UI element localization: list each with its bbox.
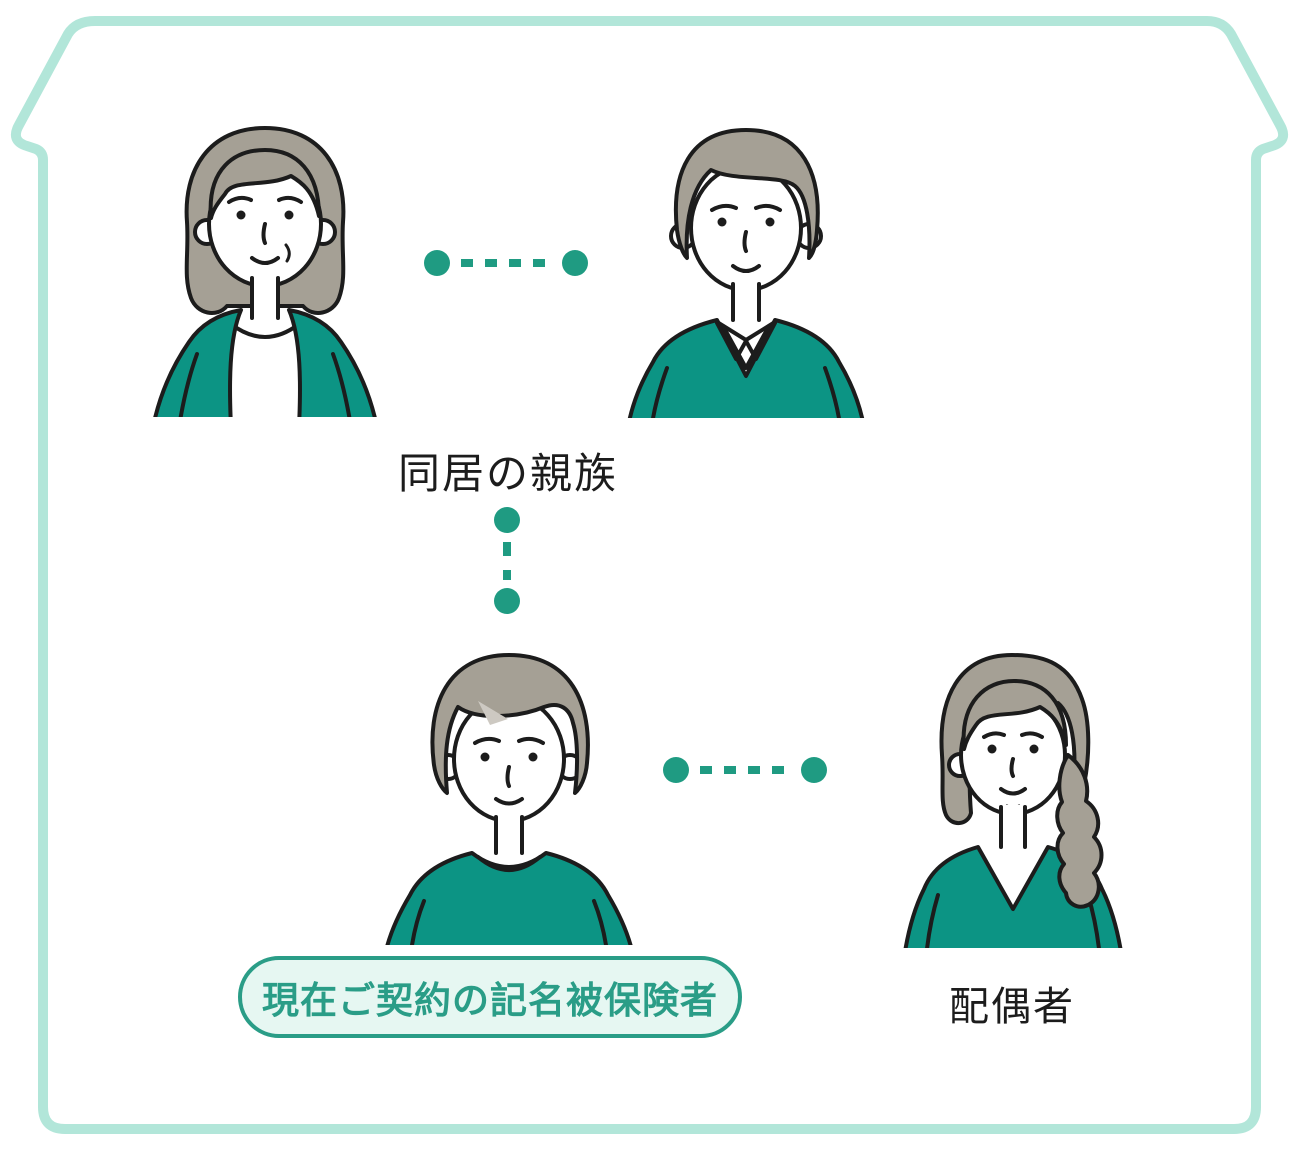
young-woman-illustration: [900, 643, 1135, 948]
spouse-label: 配偶者: [949, 985, 1075, 1029]
elderly-man-illustration: [617, 118, 875, 418]
couple-connector-bottom: [663, 757, 827, 783]
young-man-illustration: [378, 645, 640, 945]
household-relatives-label: 同居の親族: [398, 450, 619, 497]
parent-child-connector: [494, 507, 520, 614]
house-shape: [10, 16, 1289, 1134]
couple-connector-top: [424, 250, 588, 276]
named-insured-badge: 現在ご契約の記名被保険者: [238, 956, 742, 1038]
elderly-woman-illustration: [145, 112, 385, 417]
